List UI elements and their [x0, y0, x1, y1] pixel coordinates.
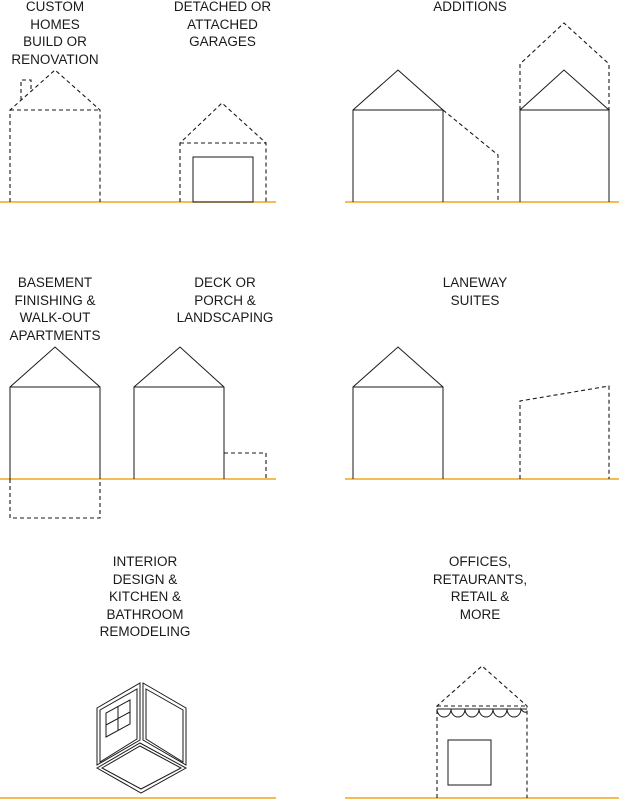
- label-line: OFFICES,: [448, 554, 512, 569]
- label-line: DETACHED OR: [173, 0, 272, 14]
- label-line: BUILD OR: [23, 34, 87, 49]
- label-basement: BASEMENT FINISHING & WALK-OUT APARTMENTS: [0, 274, 110, 344]
- custom-home-house-icon: [9, 69, 101, 202]
- label-line: ATTACHED: [187, 16, 258, 32]
- label-line: GARAGES: [189, 34, 256, 49]
- label-line: RETAURANTS,: [432, 571, 528, 587]
- label-line: CUSTOM: [25, 0, 85, 14]
- label-line: REMODELING: [99, 624, 191, 639]
- label-interior: INTERIOR DESIGN & KITCHEN & BATHROOM REM…: [85, 553, 205, 641]
- label-line: APARTMENTS: [9, 327, 101, 343]
- label-line: ADDITIONS: [433, 0, 507, 14]
- label-deck: DECK OR PORCH & LANDSCAPING: [165, 274, 285, 327]
- laneway-suite-icon: [519, 385, 610, 479]
- label-line: INTERIOR: [112, 554, 178, 569]
- laneway-house-icon: [352, 346, 444, 479]
- interior-room-icon: [95, 682, 188, 794]
- label-line: FINISHING &: [14, 292, 96, 308]
- label-line: MORE: [459, 606, 501, 622]
- label-line: LANDSCAPING: [176, 310, 274, 325]
- label-line: DECK OR: [194, 275, 256, 290]
- storefront-door: [447, 739, 492, 786]
- label-line: LANEWAY: [442, 275, 508, 290]
- label-line: SUITES: [450, 292, 500, 308]
- label-line: KITCHEN &: [108, 589, 181, 604]
- label-line: HOMES: [30, 16, 80, 32]
- label-line: BATHROOM: [106, 606, 184, 622]
- awning: [436, 707, 528, 718]
- label-offices: OFFICES, RETAURANTS, RETAIL & MORE: [420, 553, 540, 623]
- label-custom-homes: CUSTOM HOMES BUILD OR RENOVATION: [0, 0, 110, 68]
- basement-house-icon: [9, 346, 101, 519]
- label-line: PORCH &: [194, 292, 256, 308]
- window-icon: [105, 699, 131, 738]
- garage-icon: [179, 102, 267, 203]
- garage-door: [192, 156, 254, 203]
- storefront-icon: [436, 665, 528, 798]
- label-garages: DETACHED OR ATTACHED GARAGES: [160, 0, 285, 51]
- addition-upward-icon: [519, 22, 610, 202]
- label-line: DESIGN &: [112, 571, 178, 587]
- label-line: WALK-OUT: [19, 310, 91, 325]
- label-line: BASEMENT: [17, 275, 93, 290]
- deck-house-icon: [133, 346, 267, 479]
- label-line: RETAIL &: [450, 589, 510, 604]
- label-line: RENOVATION: [11, 51, 99, 67]
- label-laneway: LANEWAY SUITES: [425, 274, 525, 309]
- label-additions: ADDITIONS: [420, 0, 520, 16]
- addition-side-icon: [352, 69, 499, 202]
